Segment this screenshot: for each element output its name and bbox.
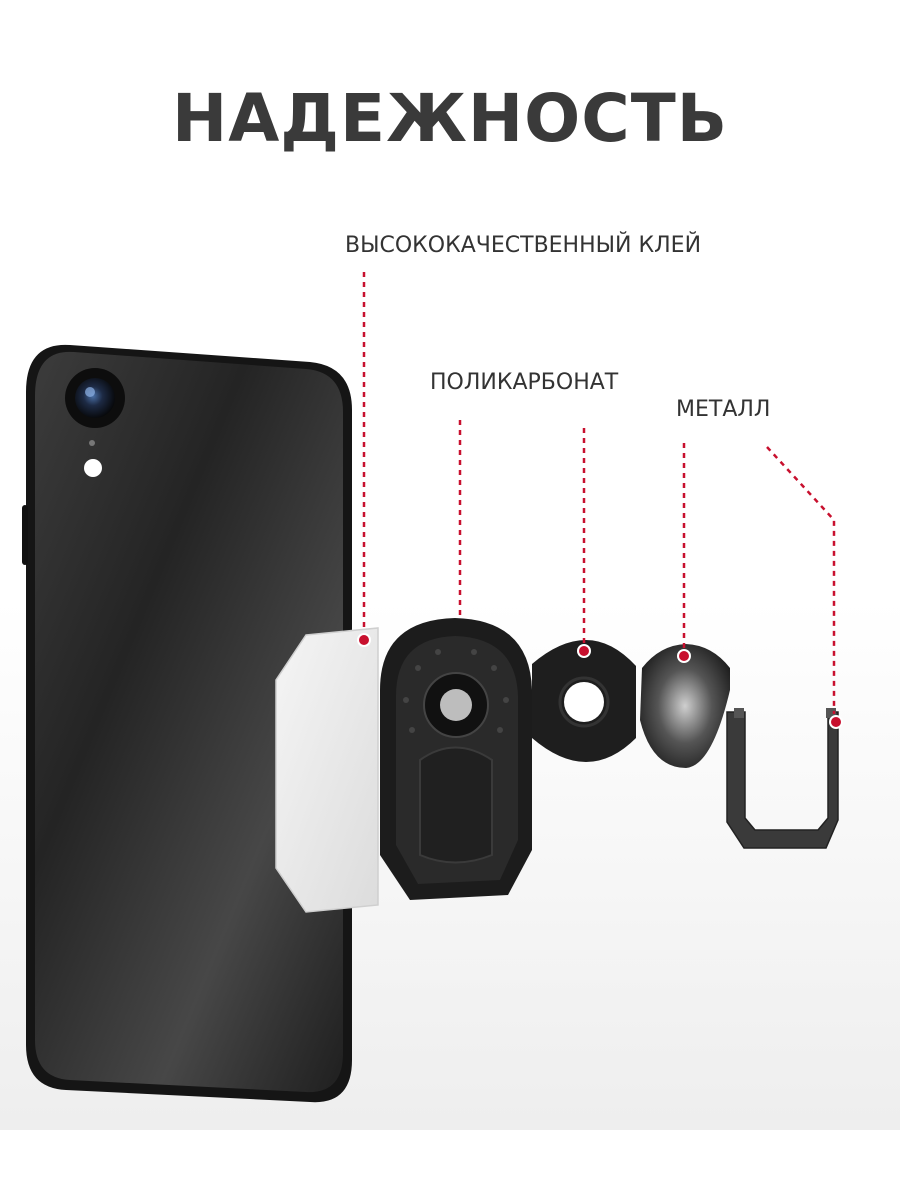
page-title: НАДЕЖНОСТЬ [171,80,729,157]
callout-line-metal-ring [766,446,836,714]
polycarbonate-base [380,618,532,900]
callout-dot-polycarbonate [577,644,591,658]
callout-label-polycarbonate: ПОЛИКАРБОНАТ [430,370,619,395]
callout-dot-metal [677,649,691,663]
metal-disc [640,644,730,768]
callout-label-adhesive: ВЫСОКОКАЧЕСТВЕННЫЙ КЛЕЙ [345,233,702,258]
callout-dot-adhesive [357,633,371,647]
callout-dot-ring [829,715,843,729]
polycarbonate-ring [532,640,636,762]
adhesive-plate [275,627,379,913]
phone [22,344,352,1103]
callout-label-metal: МЕТАЛЛ [676,397,771,422]
callout-lines [362,272,836,714]
flash-icon [84,459,102,477]
